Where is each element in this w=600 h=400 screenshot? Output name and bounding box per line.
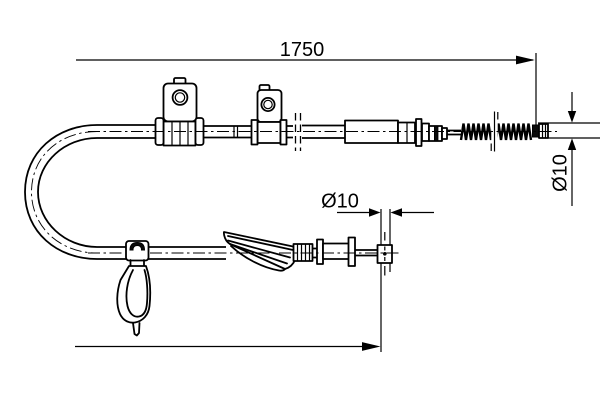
adjuster-ridge-band [434,125,439,142]
arrowhead-up [567,138,577,150]
end-nipple [532,124,540,138]
clip-neck [129,259,145,267]
arrowhead-right [362,342,381,351]
strap-tip [132,322,141,337]
bend-centerline [31,131,98,254]
arrowhead-right [369,208,381,217]
bracket-hole-inner [174,92,186,103]
ferrule-flange-right [279,119,288,146]
rubber-strap [116,265,152,337]
rod-end-block [376,232,393,276]
arrowhead-down [567,111,577,123]
cable-break-marks [294,113,302,151]
ferrule-flange-left [250,119,259,146]
inner-rod [447,129,461,136]
adjuster-fittings [415,118,461,147]
tube-segment [204,125,252,139]
dimension-bottom-length [75,342,381,351]
adjuster-tip [441,127,448,140]
block-center-dot [383,252,387,256]
bracket-hole-inner [263,99,273,110]
cylinder [322,242,350,260]
tube-segment [97,246,226,260]
mounting-bracket-2 [250,84,288,146]
end-diameter-label: Ø10 [550,154,572,192]
threaded-rod [355,249,377,257]
strap-outer [116,265,152,324]
tube-segment [97,124,156,139]
cone-surface-line [227,239,291,259]
rod-end-fittings [292,236,377,267]
end-sleeve [538,123,549,139]
cable-end-fitting [532,122,600,139]
adjuster-flange [415,118,423,147]
cone-surface-line [229,243,288,265]
tube-segment [302,124,345,139]
rubber-boot-cone [222,231,298,272]
cone-bottom-lip [230,245,286,272]
dimension-overall-length: 1750 [76,39,537,126]
dimension-abutment-diameter: Ø10 [321,191,434,352]
ridged-sleeve [292,243,314,262]
adjuster-step [421,122,430,142]
dimension-end-diameter: Ø10 [550,92,577,206]
bend-outer-edge [24,124,98,260]
ferrule-body [256,121,282,144]
overall-length-label: 1750 [280,39,325,61]
cone-surface-line [227,235,294,251]
mounting-bracket-1 [154,77,205,147]
lower-cable-run [88,231,399,337]
coil-spring [459,111,533,152]
cable-clip [125,240,150,267]
upper-cable-run [24,77,600,260]
arrowhead-left [390,208,402,217]
strap-inner [125,269,149,318]
abutment-diameter-label: Ø10 [321,191,359,213]
clip-detent [129,241,146,251]
cable-bend [24,124,98,260]
disc [347,236,356,267]
arrowhead-right [516,55,535,65]
bend-inner-edge [37,137,98,248]
